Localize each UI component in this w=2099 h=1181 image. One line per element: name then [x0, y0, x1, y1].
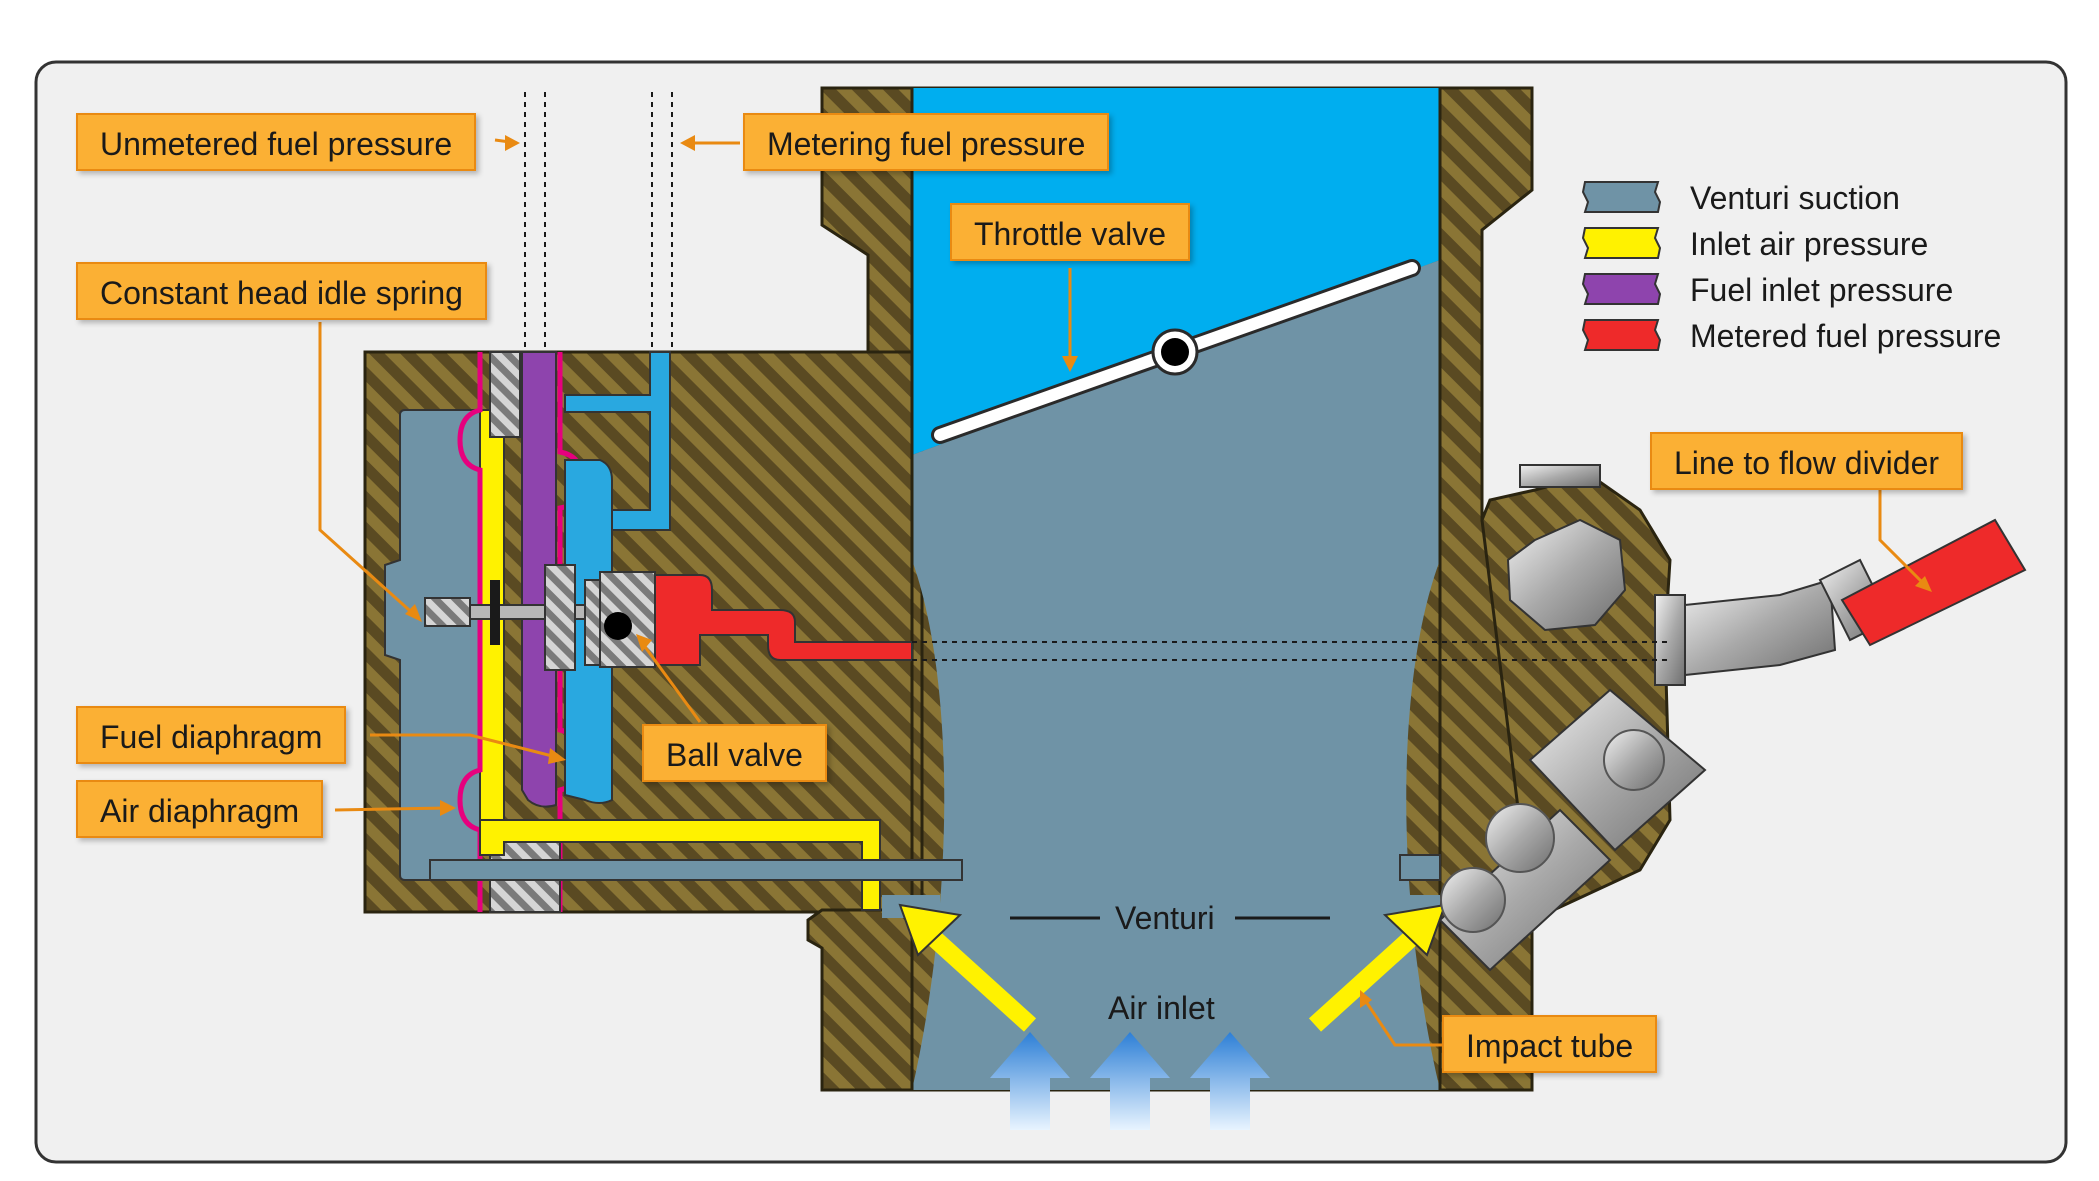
callout-metering-fuel-pressure: Metering fuel pressure — [743, 113, 1110, 171]
fuel-inlet-chamber — [521, 351, 557, 808]
callout-ball-valve: Ball valve — [642, 724, 827, 782]
callout-throttle-valve: Throttle valve — [950, 203, 1191, 261]
legend-swatches — [1581, 181, 1662, 351]
throttle-shaft — [1161, 338, 1189, 366]
callout-fuel-diaphragm: Fuel diaphragm — [76, 706, 347, 764]
metered-fuel-passage — [654, 574, 913, 666]
air-inlet-label: Air inlet — [1108, 990, 1215, 1026]
legend-venturi-suction: Venturi suction — [1690, 180, 1900, 216]
callout-air-diaphragm: Air diaphragm — [76, 780, 324, 838]
air-inlet-arrows — [990, 1032, 1270, 1130]
venturi-label: Venturi — [1115, 900, 1215, 936]
inlet-air-passage — [479, 819, 881, 911]
venturi-throat — [912, 260, 1440, 1090]
ball-valve — [604, 612, 632, 640]
flow-divider-line — [1840, 518, 2027, 647]
callout-impact-tube: Impact tube — [1442, 1015, 1658, 1073]
throttle-throat-upper — [912, 88, 1440, 455]
callout-line-to-flow-divider: Line to flow divider — [1650, 432, 1964, 490]
legend-metered-fuel-pressure: Metered fuel pressure — [1690, 318, 2002, 354]
outlet-fittings — [1438, 464, 1892, 972]
legend-fuel-inlet-pressure: Fuel inlet pressure — [1690, 272, 1954, 308]
callout-constant-head-idle-spring: Constant head idle spring — [76, 262, 487, 320]
callout-unmetered-fuel-pressure: Unmetered fuel pressure — [76, 113, 477, 171]
legend-inlet-air-pressure: Inlet air pressure — [1690, 226, 1929, 262]
air-chamber — [384, 409, 481, 881]
